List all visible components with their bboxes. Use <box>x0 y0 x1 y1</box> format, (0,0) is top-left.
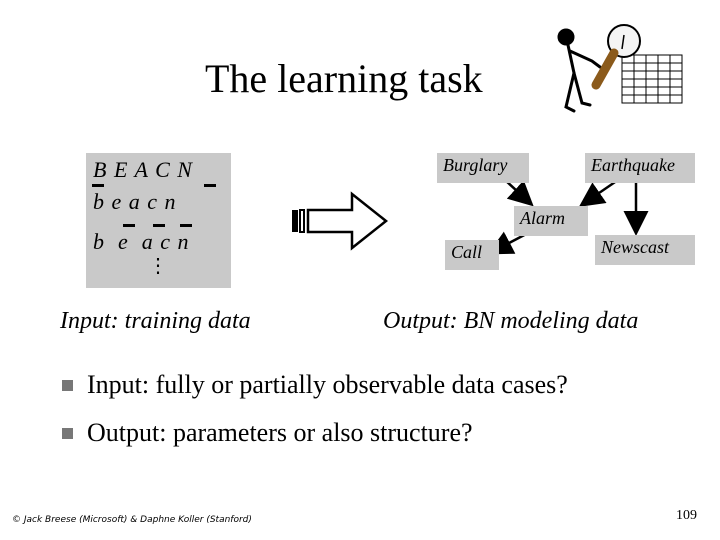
output-caption: Output: BN modeling data <box>383 308 639 334</box>
slide-title: The learning task <box>205 56 483 101</box>
cell: c <box>160 229 172 254</box>
data-row: b e a c n <box>93 189 177 215</box>
bullet-square-icon <box>62 380 73 391</box>
negation-bar <box>180 224 192 227</box>
column-e: E <box>113 157 129 182</box>
node-call: Call <box>445 240 499 270</box>
bullet-square-icon <box>62 428 73 439</box>
bullet-text: Output: parameters or also structure? <box>87 418 473 447</box>
node-earthquake: Earthquake <box>585 153 695 183</box>
training-data-table: B E A C N b e a c n b e a c n ⋮ <box>86 153 231 288</box>
cell: n <box>164 189 177 214</box>
column-c: C <box>155 157 171 182</box>
node-alarm: Alarm <box>514 206 588 236</box>
column-a: A <box>134 157 149 182</box>
negation-bar <box>123 224 135 227</box>
bullet-item: Output: parameters or also structure? <box>62 418 473 448</box>
cell: b <box>93 229 105 254</box>
cell: a <box>141 229 154 254</box>
column-n: N <box>177 157 193 182</box>
edge-earthquake-alarm <box>578 178 619 207</box>
negation-bar <box>204 184 216 187</box>
negation-bar <box>153 224 165 227</box>
cell: c <box>147 189 159 214</box>
node-newscast: Newscast <box>595 235 695 265</box>
transform-arrow <box>292 191 389 251</box>
analyst-magnifier-illustration <box>557 24 683 113</box>
edge-burglary-alarm <box>504 179 534 207</box>
bullet-item: Input: fully or partially observable dat… <box>62 370 568 400</box>
node-burglary: Burglary <box>437 153 529 183</box>
header-row: B E A C N <box>93 157 193 183</box>
more-rows-ellipsis: ⋮ <box>148 255 168 277</box>
cell: a <box>128 189 141 214</box>
negation-bar <box>92 184 104 187</box>
cell: b <box>93 189 105 214</box>
cell: e <box>118 229 129 254</box>
input-caption: Input: training data <box>60 308 251 334</box>
column-b: B <box>93 157 108 182</box>
bullet-text: Input: fully or partially observable dat… <box>87 370 568 399</box>
copyright-footer: © Jack Breese (Microsoft) & Daphne Kolle… <box>12 515 252 525</box>
page-number: 109 <box>676 508 697 523</box>
cell: n <box>177 229 190 254</box>
cell: e <box>111 189 123 214</box>
data-row: b e a c n <box>93 229 190 255</box>
